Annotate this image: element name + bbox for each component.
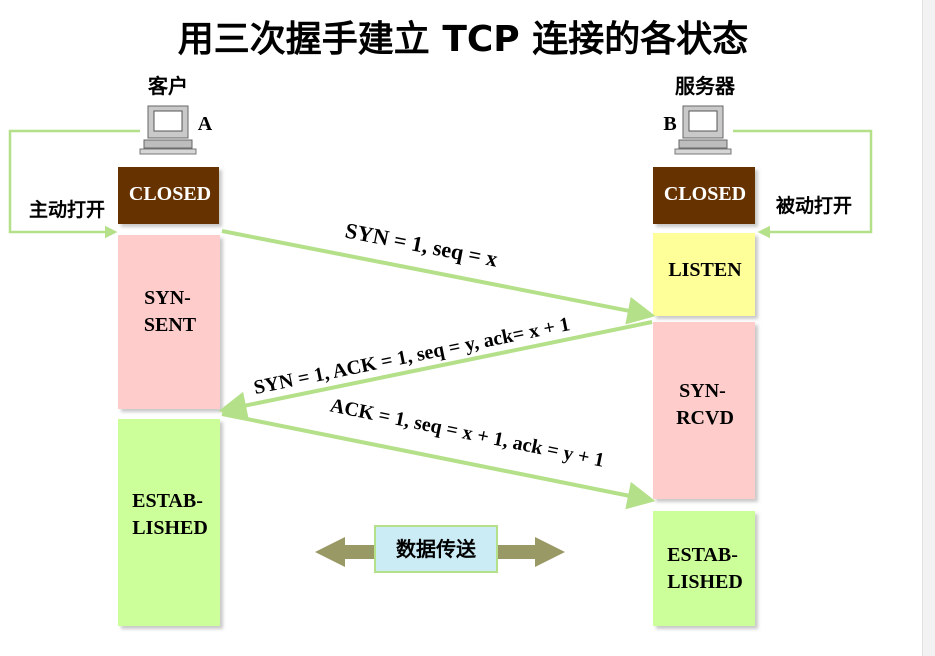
client-active-open-arrow [8,129,140,239]
data-transfer-label: 数据传送 [396,537,477,561]
syn-ack-arrow [218,320,653,420]
client-role-label: 客户 [147,74,188,98]
diagram-title: 用三次握手建立 TCP 连接的各状态 [178,19,748,60]
server-passive-open-arrow [733,129,873,239]
client-host-letter: A [198,113,213,135]
data-transfer-box [374,525,498,573]
client-state-syn-sent-label: SYN- SENT [144,287,197,336]
server-state-syn-rcvd-label: SYN- RCVD [676,380,734,429]
server-state-syn-rcvd [653,322,755,499]
server-passive-open-label: 被动打开 [776,194,852,217]
server-state-listen [653,233,755,316]
client-state-closed [118,167,219,224]
server-state-listen-label: LISTEN [668,259,742,281]
syn-ack-message-label: SYN = 1, ACK = 1, seq = y, ack= x + 1 [252,313,572,399]
client-state-closed-label: CLOSED [129,183,211,205]
server-host-letter: B [663,113,676,135]
server-computer-icon [674,105,732,155]
server-state-closed-label: CLOSED [664,183,746,205]
server-state-closed [653,167,755,224]
client-active-open-label: 主动打开 [29,198,105,221]
window-scrollbar[interactable] [922,0,935,656]
server-state-established [653,511,755,626]
client-state-established-label: ESTAB- LISHED [132,490,208,539]
client-computer-icon [139,105,197,155]
syn-message-label: SYN = 1, seq = x [343,218,500,272]
syn-arrow [221,229,656,325]
server-state-established-label: ESTAB- LISHED [667,544,743,593]
ack-message-label: ACK = 1, seq = x + 1, ack = y + 1 [328,395,606,472]
client-state-syn-sent [118,235,220,409]
client-state-established [118,419,220,626]
server-role-label: 服务器 [675,74,736,98]
ack-arrow [221,412,656,510]
